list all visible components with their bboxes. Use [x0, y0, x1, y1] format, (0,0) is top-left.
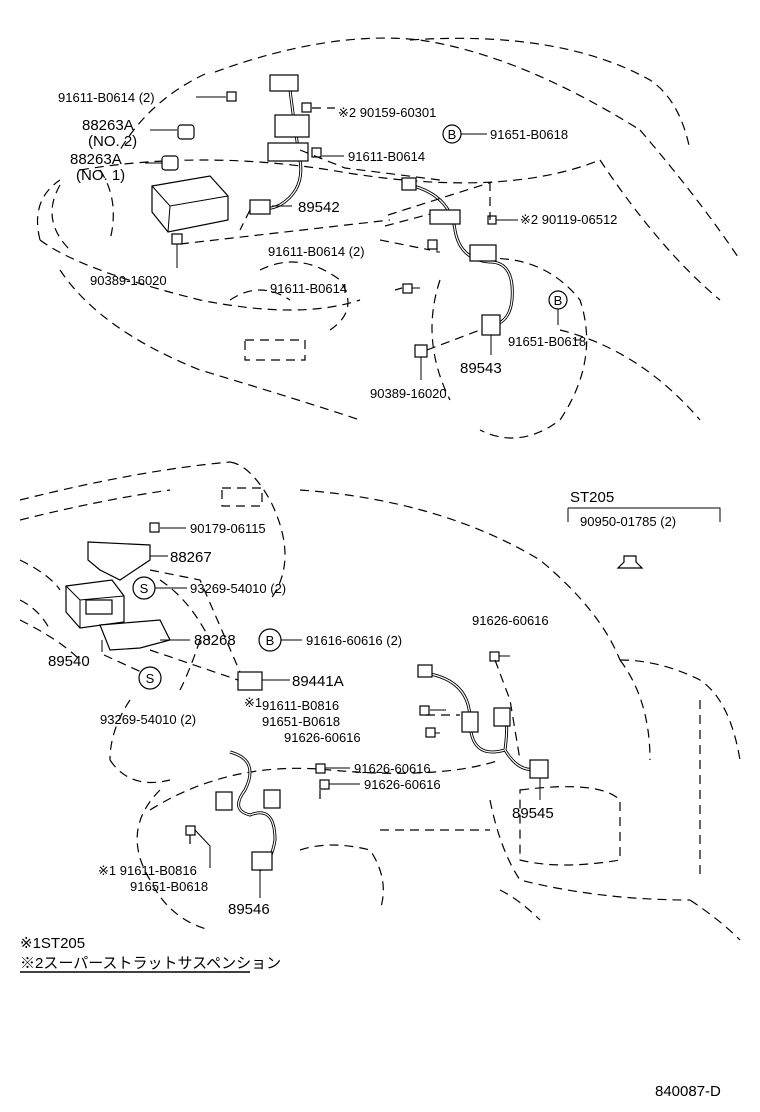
- label-89540: 89540: [48, 653, 90, 670]
- label-91611-b0614-low: 91611-B0614: [270, 281, 347, 296]
- symbol-b-bottom: B: [258, 628, 282, 652]
- label-no1: (NO. 1): [76, 167, 125, 184]
- label-90389-16020-left: 90389-16020: [90, 273, 167, 288]
- label-note1-91611-b0816: ※1 91611-B0816: [98, 863, 197, 878]
- label-no2: (NO. 2): [88, 133, 137, 150]
- label-note1-marker: ※1: [244, 695, 262, 710]
- label-90159-60301: ※2 90159-60301: [338, 105, 436, 120]
- notes: ※1ST205 ※2スーパーストラットサスペンション: [20, 935, 281, 973]
- label-90119-06512: ※2 90119-06512: [520, 212, 617, 227]
- label-91626-60616-mid: 91626-60616: [284, 730, 361, 745]
- symbol-b-top2: B: [548, 290, 568, 310]
- label-91616-60616-2: 91616-60616 (2): [306, 633, 402, 648]
- symbol-s-1: S: [132, 576, 156, 600]
- bottom-car-outline: [19, 461, 741, 941]
- note-1: ※1ST205: [20, 935, 85, 952]
- label-91651-b0618-low: 91651-B0618: [130, 879, 208, 894]
- top-labels: 91611-B0614 (2) 88263A (NO. 2) 88263A (N…: [58, 90, 617, 401]
- symbol-s-2: S: [138, 666, 162, 690]
- bottom-leaders: [101, 527, 541, 898]
- st205-box-title: ST205: [570, 489, 614, 506]
- label-89543: 89543: [460, 360, 502, 377]
- label-89441a: 89441A: [292, 673, 344, 690]
- bottom-components: [65, 522, 644, 872]
- label-90179-06115: 90179-06115: [190, 521, 266, 536]
- label-91626-60616-a: 91626-60616: [354, 761, 431, 776]
- label-89546: 89546: [228, 901, 270, 918]
- symbol-b-text: B: [266, 633, 275, 648]
- label-91626-60616-top: 91626-60616: [472, 613, 549, 628]
- label-93269-54010-2b: 93269-54010 (2): [100, 712, 196, 727]
- label-89545: 89545: [512, 805, 554, 822]
- label-91626-60616-b: 91626-60616: [364, 777, 441, 792]
- bottom-labels: 90179-06115 88267 S 93269-54010 (2) 8954…: [48, 521, 554, 918]
- label-90389-16020-right: 90389-16020: [370, 386, 447, 401]
- label-91651-b0618-mid: 91651-B0618: [262, 714, 340, 729]
- label-93269-54010-2a: 93269-54010 (2): [190, 581, 286, 596]
- label-91611-b0614-mid: 91611-B0614: [348, 149, 425, 164]
- label-91651-b0618-top: 91651-B0618: [490, 127, 568, 142]
- st205-box: ST205 90950-01785 (2): [567, 489, 721, 529]
- note-2: ※2スーパーストラットサスペンション: [20, 955, 281, 972]
- label-91611-b0816: 91611-B0816: [262, 698, 339, 713]
- symbol-b-top1: B: [442, 124, 462, 144]
- label-91651-b0618-right: 91651-B0618: [508, 334, 586, 349]
- st205-box-part: 90950-01785 (2): [580, 514, 676, 529]
- label-88268: 88268: [194, 632, 236, 649]
- symbol-b-text: B: [554, 293, 563, 308]
- label-88267: 88267: [170, 549, 212, 566]
- top-leaders: [145, 96, 580, 380]
- top-car-outline: [36, 37, 741, 439]
- label-88263a-no1: 88263A: [70, 151, 122, 168]
- label-89542: 89542: [298, 199, 340, 216]
- diagram-id: 840087-D: [655, 1083, 721, 1100]
- label-91611-b0614-2b: 91611-B0614 (2): [268, 244, 365, 259]
- label-91611-b0614-2: 91611-B0614 (2): [58, 90, 155, 105]
- symbol-s-text: S: [146, 671, 155, 686]
- symbol-b-text: B: [448, 127, 457, 142]
- label-88263a-no2: 88263A: [82, 117, 134, 134]
- top-components: [151, 74, 514, 358]
- symbol-s-text: S: [140, 581, 149, 596]
